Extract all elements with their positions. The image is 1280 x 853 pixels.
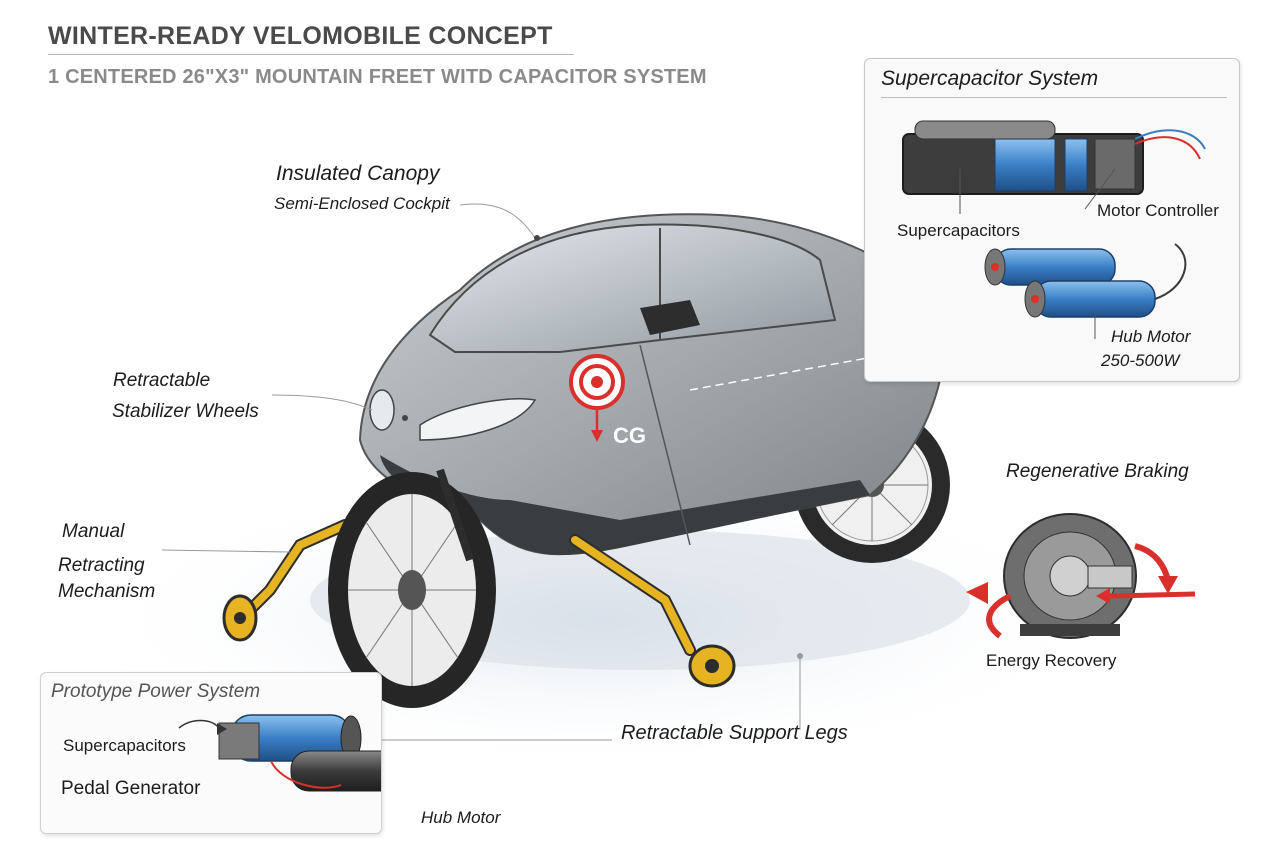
regen-braking-drawing bbox=[966, 513, 1196, 639]
front-wheel bbox=[328, 468, 496, 708]
hub-motor-power-label: 250-500W bbox=[1101, 351, 1180, 370]
cockpit-label: Semi-Enclosed Cockpit bbox=[274, 194, 450, 213]
pedal-generator-label: Pedal Generator bbox=[61, 778, 201, 799]
left-support-leg bbox=[222, 519, 351, 642]
brake-rotor bbox=[1003, 513, 1137, 639]
manual-label: Manual bbox=[62, 521, 125, 542]
supercapacitor-panel-title: Supercapacitor System bbox=[881, 67, 1099, 90]
energy-recovery-label: Energy Recovery bbox=[986, 651, 1117, 670]
right-support-leg bbox=[569, 534, 736, 688]
cg-marker bbox=[569, 354, 625, 442]
prototype-supercapacitor bbox=[218, 714, 362, 762]
regenerative-braking-label: Regenerative Braking bbox=[1006, 461, 1189, 482]
mechanism-label: Mechanism bbox=[58, 581, 156, 602]
supercapacitor-system-drawing bbox=[902, 120, 1206, 339]
title-divider bbox=[48, 54, 574, 55]
motor-controller-label: Motor Controller bbox=[1097, 201, 1219, 220]
stabilizer-wheels-label: Stabilizer Wheels bbox=[112, 401, 259, 422]
hub-motor-assembly bbox=[984, 243, 1187, 318]
prototype-supercapacitors-label: Supercapacitors bbox=[63, 736, 186, 755]
prototype-power-drawing bbox=[178, 714, 381, 792]
prototype-panel-title: Prototype Power System bbox=[51, 681, 261, 702]
panel-title-divider bbox=[881, 97, 1227, 98]
cg-label: CG bbox=[613, 423, 646, 448]
retractable-label: Retractable bbox=[113, 370, 211, 391]
capacitor-bank bbox=[902, 120, 1206, 195]
support-legs-label: Retractable Support Legs bbox=[621, 722, 848, 744]
prototype-power-panel: Prototype Power System Supercapacitors P… bbox=[40, 672, 500, 834]
prototype-hub-motor-label: Hub Motor bbox=[421, 808, 501, 827]
supercapacitors-label: Supercapacitors bbox=[897, 221, 1020, 240]
page-title: WINTER-READY VELOMOBILE CONCEPT bbox=[48, 22, 553, 50]
supercapacitor-system-panel: Supercapacitor System Supercap bbox=[864, 58, 1240, 382]
energy-flow-arrows bbox=[966, 543, 1196, 639]
page-subtitle: 1 CENTERED 26"X3" MOUNTAIN FREET WITD CA… bbox=[48, 66, 707, 88]
canopy-glass bbox=[428, 223, 837, 353]
hub-motor-label: Hub Motor bbox=[1111, 327, 1191, 346]
insulated-canopy-label: Insulated Canopy bbox=[276, 162, 440, 185]
pedal-generator-drawing bbox=[290, 750, 381, 792]
retracting-label: Retracting bbox=[58, 555, 145, 576]
